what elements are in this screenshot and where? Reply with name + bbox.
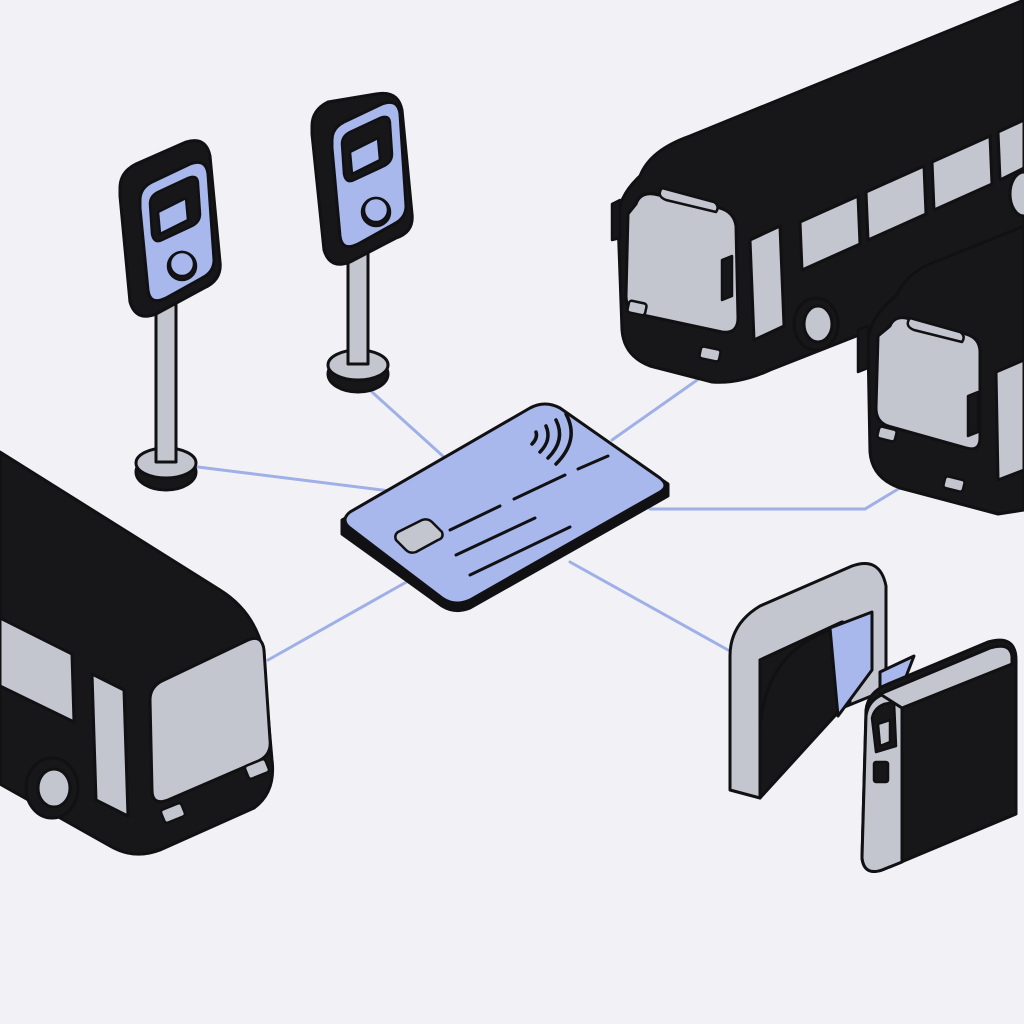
connector-lines <box>196 376 910 662</box>
bus-icon-right <box>856 224 1024 516</box>
bus-icon-left <box>0 450 275 856</box>
connector-validator-left <box>196 465 400 494</box>
connector-bus-top <box>610 376 702 442</box>
validator-right <box>310 91 414 394</box>
card-chip-icon <box>394 518 444 554</box>
turnstile-icon <box>728 562 1018 873</box>
contactless-card-icon <box>340 402 670 613</box>
connector-validator-right <box>370 390 447 460</box>
connector-turnstile <box>568 560 730 652</box>
contactless-waves-icon <box>530 412 573 466</box>
connector-bus-right <box>648 481 910 511</box>
card-stripes <box>448 454 610 577</box>
connector-bus-left <box>266 578 412 662</box>
validator-left <box>118 139 222 492</box>
